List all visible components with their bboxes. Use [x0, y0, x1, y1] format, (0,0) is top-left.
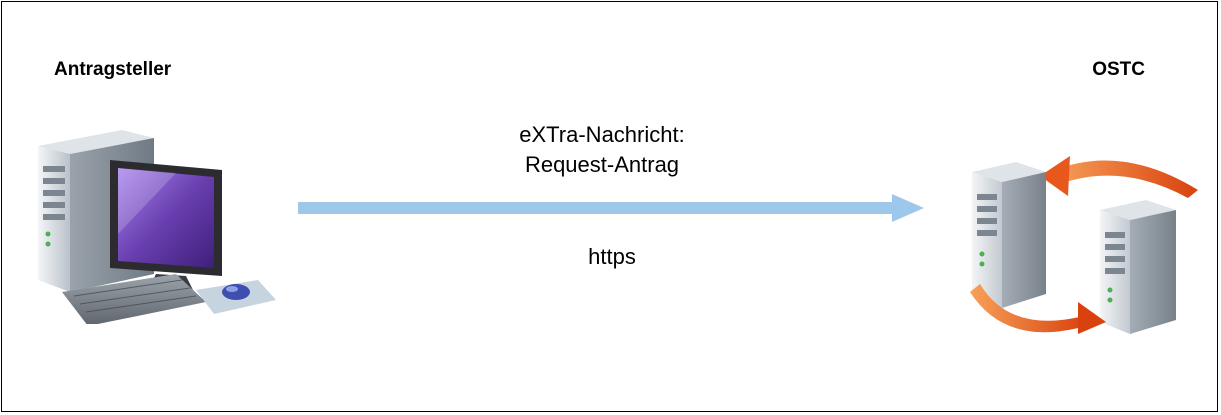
message-subtitle: Request-Antrag — [524, 152, 680, 177]
request-arrow — [298, 194, 924, 222]
desktop-computer-icon — [38, 130, 276, 324]
left-actor-label: Antragsteller — [54, 59, 172, 80]
protocol-label: https — [588, 244, 636, 269]
right-actor-label: OSTC — [1092, 59, 1145, 80]
server-cluster-icon — [970, 156, 1198, 334]
message-title: eXTra-Nachricht: — [519, 122, 685, 147]
